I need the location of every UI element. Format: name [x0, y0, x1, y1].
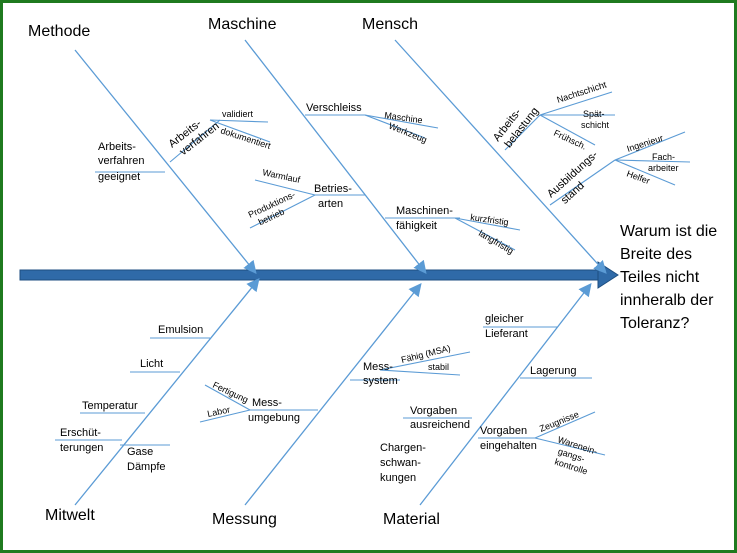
maschine-labels: Verschleiss Maschine Werkzeug Warmlauf P… [247, 102, 516, 256]
cause-label: Ingenieur [626, 133, 665, 154]
category-maschine: Maschine [208, 16, 277, 33]
cause-label: Verschleiss [306, 102, 362, 114]
cause-label: Vorgaben [480, 425, 527, 437]
spine-arrow [19, 261, 619, 289]
category-messung: Messung [212, 511, 277, 528]
cause-label: arten [318, 198, 343, 210]
cause-label: kurzfristig [470, 212, 510, 227]
cause-label: terungen [60, 442, 103, 454]
methode-labels: Arbeits- verfahren geeignet Arbeits- ver… [98, 109, 272, 183]
material-labels: gleicher Lieferant Lagerung Vorgaben aus… [380, 313, 599, 484]
cause-label: Warmlauf [262, 167, 302, 185]
cause-label: Chargen- [380, 442, 426, 454]
cause-label: verfahren [98, 155, 144, 167]
cause-label: Spät- [583, 109, 605, 119]
cause-label: gleicher [485, 313, 524, 325]
cause-label: Mess- [252, 397, 282, 409]
bone-material [419, 282, 592, 506]
cause-label: Arbeits- [98, 141, 136, 153]
cause-label: Temperatur [82, 400, 138, 412]
cause-label: geeignet [98, 171, 140, 183]
bone-methode [74, 49, 257, 275]
category-mensch: Mensch [362, 16, 418, 33]
effect-line: innheralb der [620, 292, 714, 309]
cause-label: eingehalten [480, 440, 537, 452]
bone-messung [244, 282, 422, 506]
effect-line: Warum ist die [620, 223, 717, 240]
sub-bones [55, 91, 691, 456]
category-labels: Methode Maschine Mensch Mitwelt Messung … [28, 16, 440, 528]
category-material: Material [383, 511, 440, 528]
cause-label: system [363, 375, 398, 387]
bone-mitwelt [74, 277, 260, 506]
cause-label: umgebung [248, 412, 300, 424]
effect-text: Warum ist die Breite des Teiles nicht in… [620, 223, 717, 332]
category-methode: Methode [28, 23, 90, 40]
effect-line: Teiles nicht [620, 269, 700, 286]
effect-line: Breite des [620, 246, 692, 263]
cause-label: Licht [140, 358, 163, 370]
mitwelt-labels: Emulsion Licht Temperatur Erschüt- terun… [60, 324, 203, 473]
cause-label: schicht [581, 120, 610, 130]
cause-label: Emulsion [158, 324, 203, 336]
mensch-labels: Arbeits- belastung Nachtschicht Spät- sc… [491, 79, 679, 206]
category-mitwelt: Mitwelt [45, 507, 95, 524]
cause-label: arbeiter [648, 163, 679, 173]
cause-label: fähigkeit [396, 220, 437, 232]
cause-label: langfristig [477, 228, 515, 256]
cause-label: Fertigung [211, 380, 250, 405]
cause-label: Lieferant [485, 328, 528, 340]
cause-label: stabil [428, 362, 449, 372]
bone-mensch [394, 39, 607, 274]
cause-label: Gase [127, 446, 153, 458]
cause-label: kungen [380, 472, 416, 484]
cause-label: Lagerung [530, 365, 577, 377]
cause-label: Nachtschicht [556, 79, 609, 105]
cause-label: ausreichend [410, 419, 470, 431]
cause-label: Vorgaben [410, 405, 457, 417]
cause-label: Dämpfe [127, 461, 166, 473]
bone-maschine [244, 39, 427, 275]
cause-label: Maschinen- [396, 205, 453, 217]
cause-label: Mess- [363, 361, 393, 373]
cause-label: Labor [206, 404, 231, 419]
main-bones [74, 39, 607, 506]
cause-label: dokumentiert [219, 125, 272, 151]
cause-label: Betries- [314, 183, 352, 195]
cause-label: schwan- [380, 457, 421, 469]
cause-label: Fach- [652, 152, 675, 162]
cause-label: Erschüt- [60, 427, 101, 439]
cause-label: Werkzeug [387, 121, 428, 145]
cause-label: validiert [222, 109, 254, 119]
effect-line: Toleranz? [620, 315, 689, 332]
